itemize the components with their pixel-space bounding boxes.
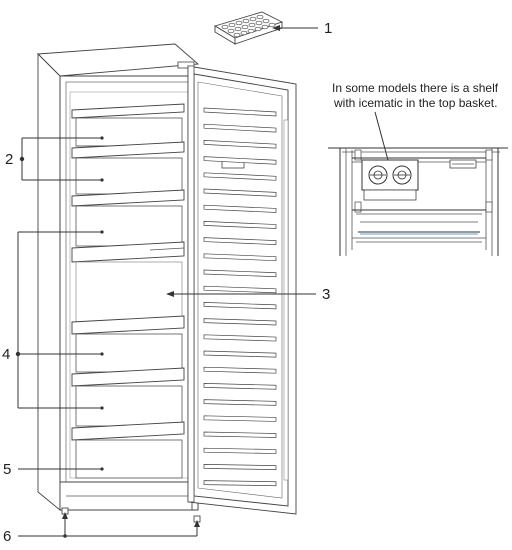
freezer-cabinet (36, 43, 201, 523)
door-rib (203, 156, 277, 165)
icematic-inset (328, 147, 508, 256)
door-rib (203, 415, 277, 422)
door-rib (203, 302, 277, 310)
door-rib (203, 172, 277, 181)
callout-2-bracket (19, 136, 104, 182)
door-rib (203, 447, 277, 454)
callout-1: 1 (324, 20, 332, 37)
door-rib (203, 285, 277, 294)
door-rib (203, 253, 277, 262)
door-rib (203, 123, 277, 133)
callout-2: 2 (5, 151, 13, 168)
callout-4: 4 (2, 346, 10, 363)
door-rib (203, 350, 277, 358)
door-rib (203, 140, 277, 149)
callout-3: 3 (322, 286, 330, 303)
door-ribs (203, 107, 277, 487)
inset-note-leader (374, 111, 389, 161)
door-rib (203, 269, 277, 278)
callout-6: 6 (3, 528, 11, 545)
callout-1-arrowhead (272, 25, 280, 31)
door-rib (203, 399, 277, 406)
freezer-door (187, 65, 297, 515)
freezer-drawers (71, 103, 185, 479)
door-rib (203, 318, 277, 326)
door-rib (203, 334, 277, 342)
door-rib (203, 383, 277, 390)
door-rib (203, 480, 277, 487)
inset-note-line-2: with icematic in the top basket. (333, 96, 497, 110)
ice-cube-tray (213, 11, 284, 45)
callout-3-arrowhead (166, 291, 174, 297)
door-rib (203, 366, 277, 374)
door-rib (203, 204, 277, 213)
callout-6-leader (18, 512, 200, 538)
inset-note-line-1: In some models there is a shelf (332, 81, 499, 95)
door-rib (203, 464, 277, 471)
door-rib (203, 107, 277, 117)
callout-4-bracket (15, 230, 104, 410)
door-rib (203, 237, 277, 245)
door-rib (203, 431, 277, 438)
callout-5: 5 (3, 461, 11, 478)
door-rib (203, 221, 277, 229)
door-rib (203, 188, 277, 197)
